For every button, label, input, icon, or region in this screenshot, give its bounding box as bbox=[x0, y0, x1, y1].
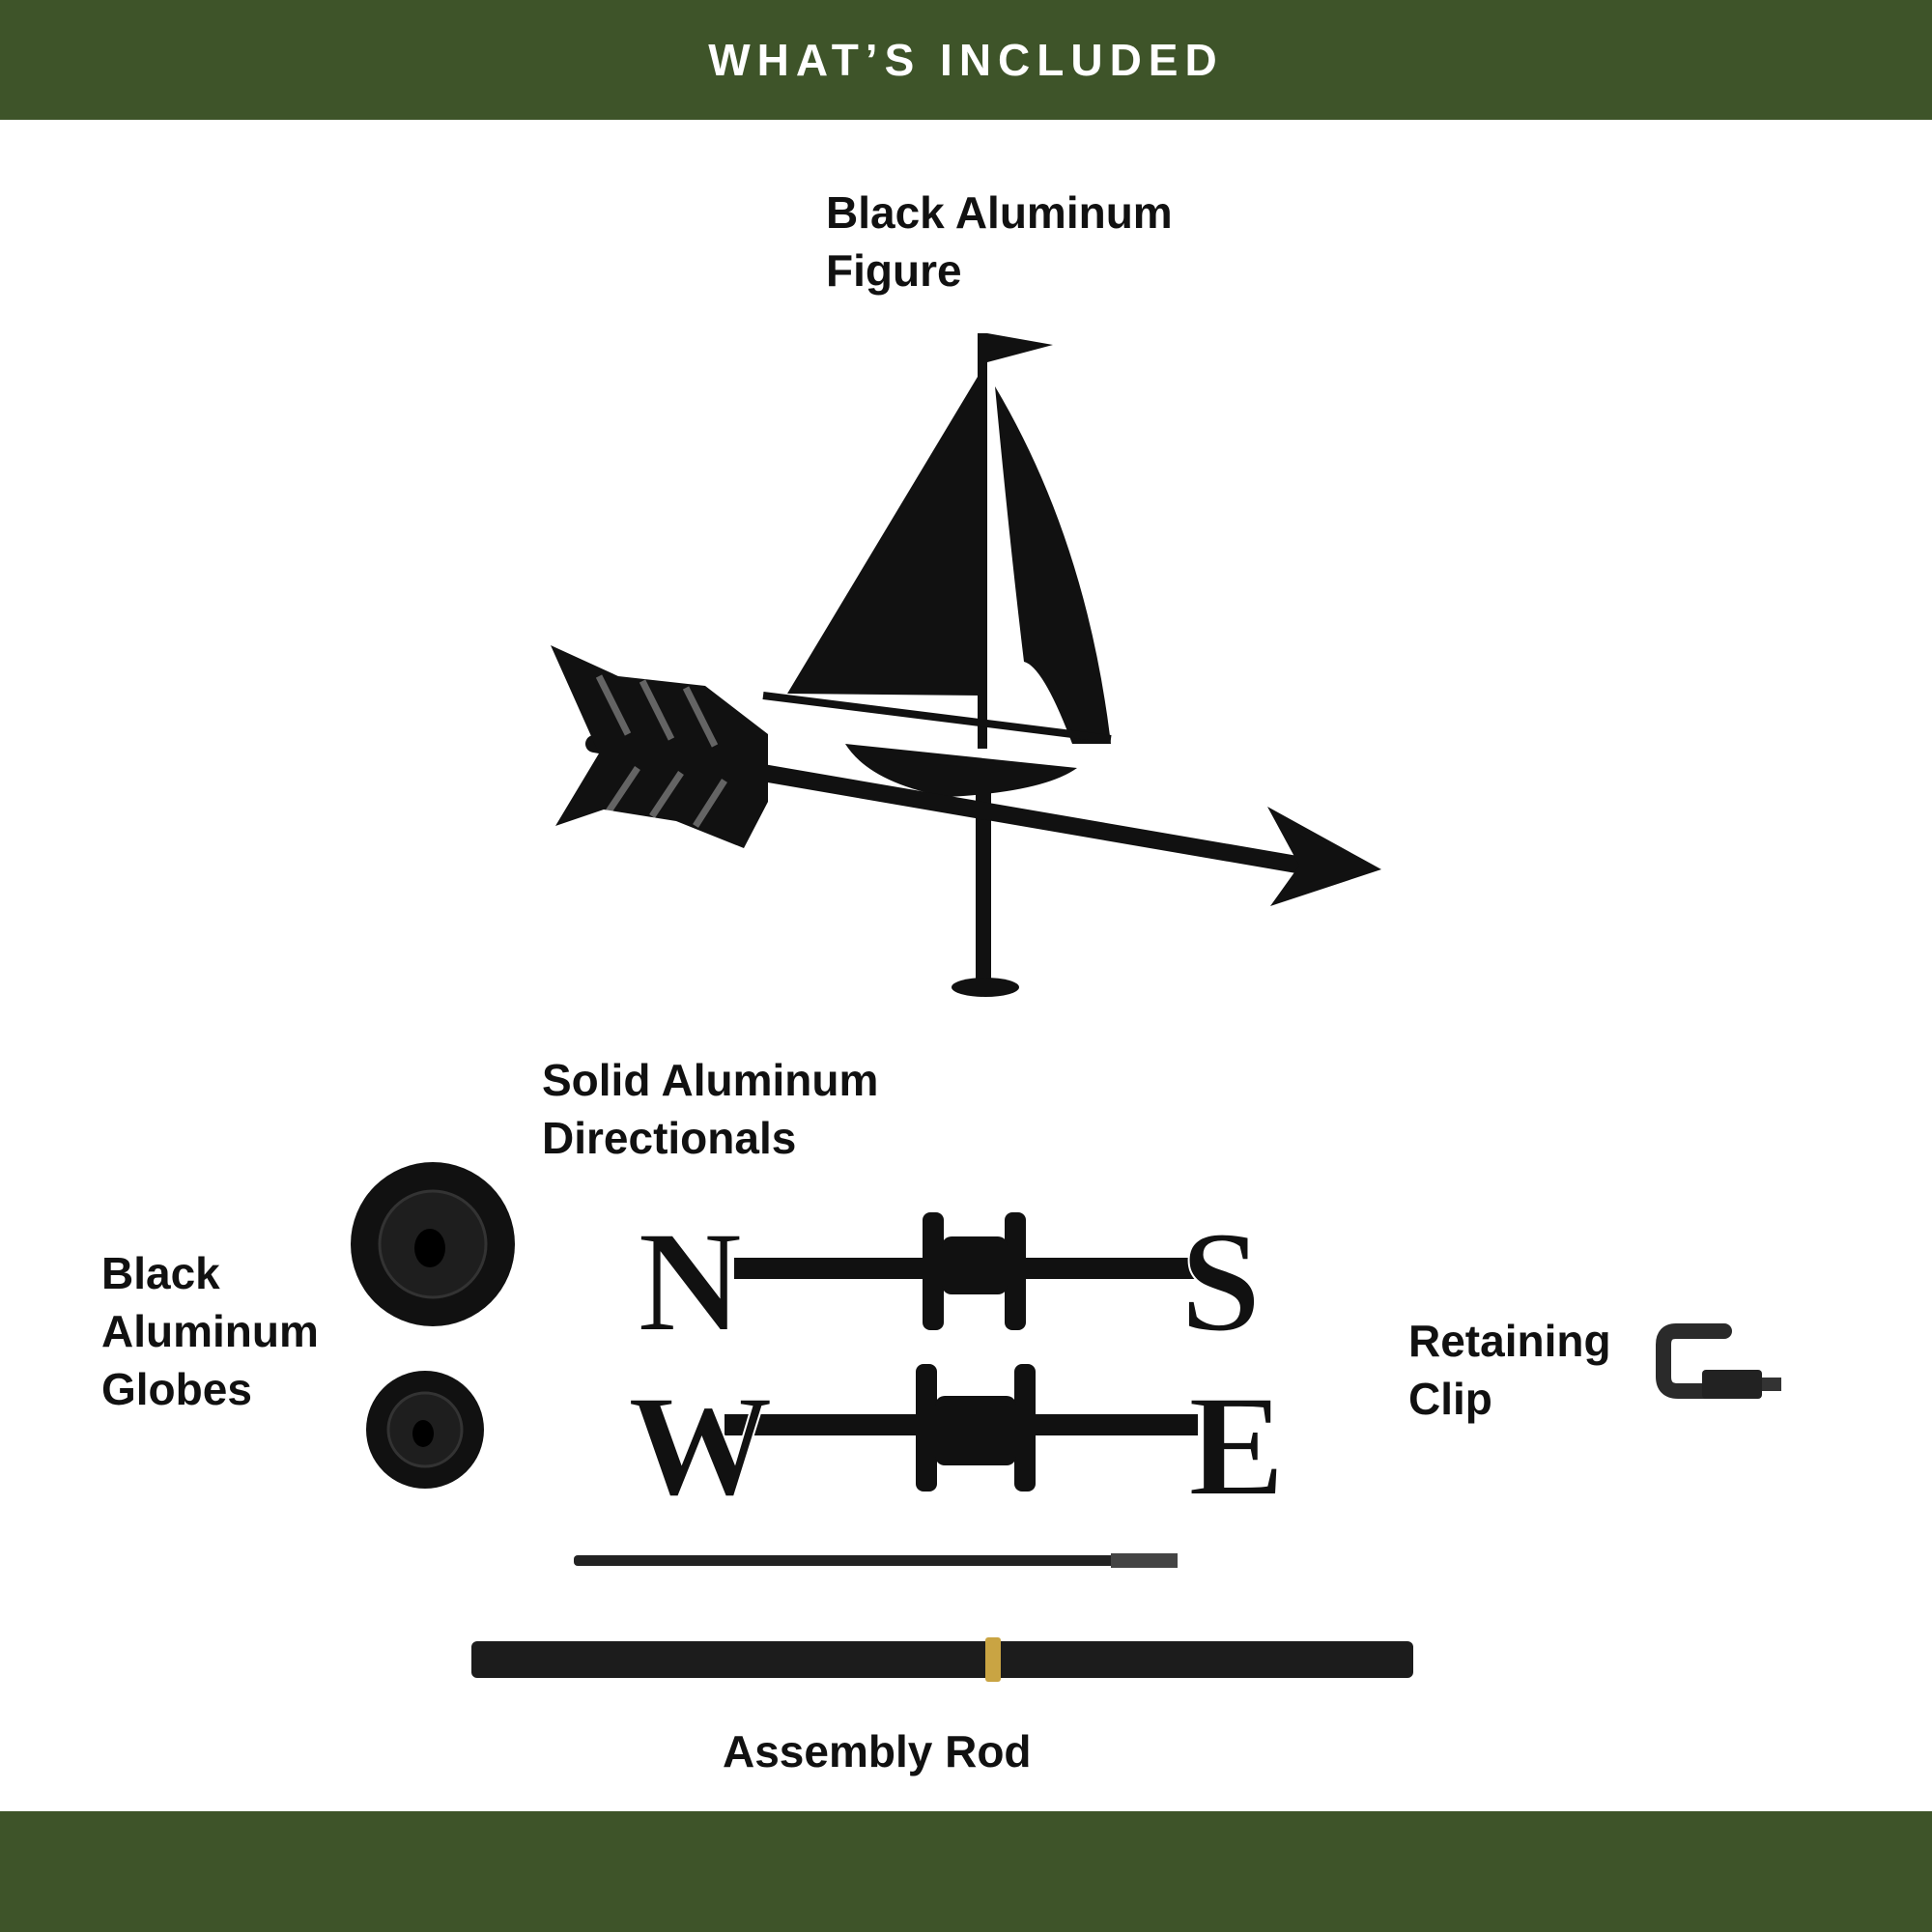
clip-label-line2: Clip bbox=[1408, 1374, 1492, 1424]
globes-label-line2: Aluminum bbox=[101, 1306, 319, 1356]
figure-label-line1: Black Aluminum bbox=[826, 187, 1173, 238]
letter-s: S bbox=[1180, 1202, 1261, 1362]
clip-label-line1: Retaining bbox=[1408, 1316, 1611, 1366]
globes-label-line1: Black bbox=[101, 1248, 220, 1298]
globes-label-line3: Globes bbox=[101, 1364, 252, 1414]
figure-label-line2: Figure bbox=[826, 245, 962, 296]
figure-label: Black Aluminum Figure bbox=[826, 184, 1173, 299]
rod-label: Assembly Rod bbox=[723, 1726, 1032, 1776]
directionals-label-line2: Directionals bbox=[542, 1113, 797, 1163]
letter-w: W bbox=[628, 1366, 773, 1526]
letter-e: E bbox=[1188, 1366, 1285, 1526]
header-title: WHAT’S INCLUDED bbox=[708, 35, 1224, 85]
footer-banner bbox=[0, 1811, 1932, 1932]
directionals-label-line1: Solid Aluminum bbox=[542, 1055, 879, 1105]
letter-n: N bbox=[638, 1202, 742, 1362]
directionals-label: Solid Aluminum Directionals bbox=[542, 1051, 878, 1167]
header-banner: WHAT’S INCLUDED bbox=[0, 0, 1932, 120]
clip-label: Retaining Clip bbox=[1408, 1312, 1611, 1428]
globes-label: Black Aluminum Globes bbox=[101, 1244, 319, 1418]
